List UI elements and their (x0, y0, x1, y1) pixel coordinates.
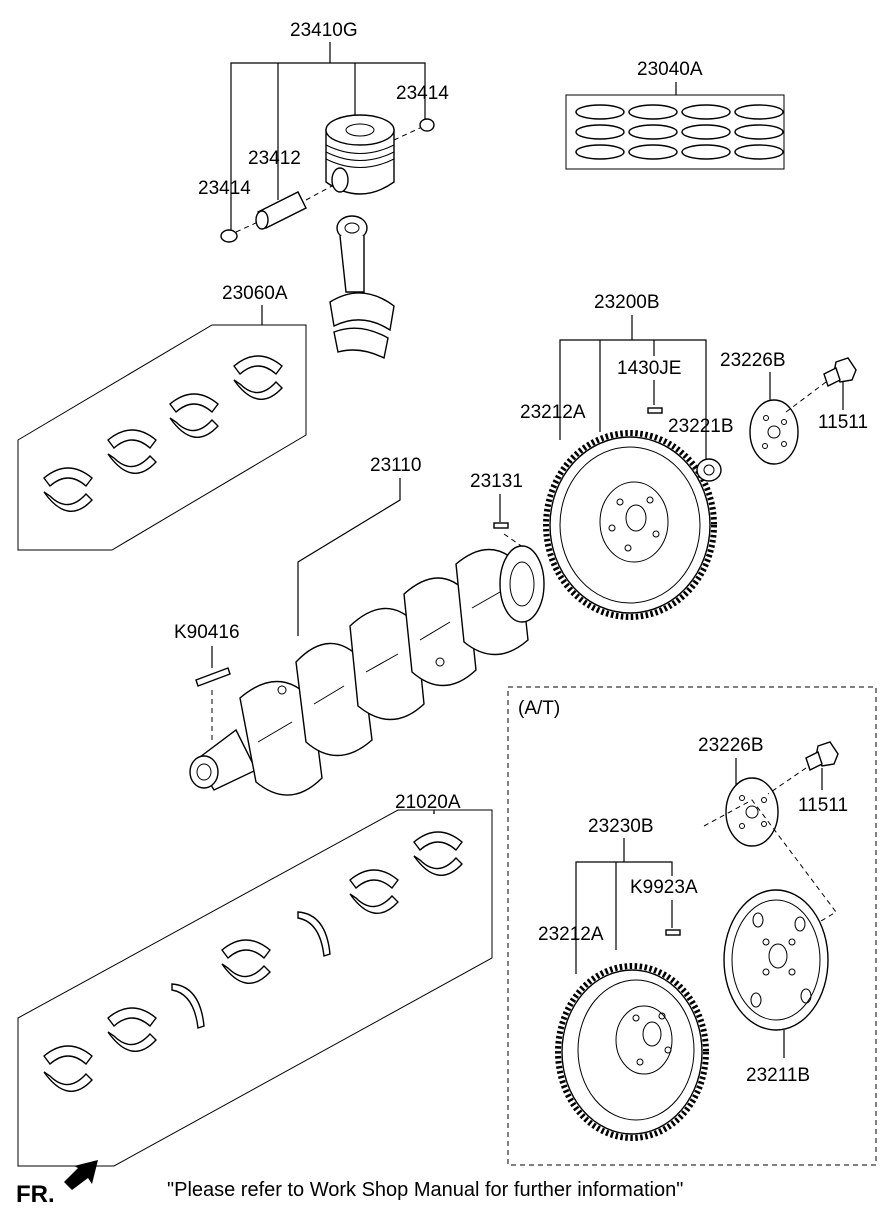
label-23410G[interactable]: 23410G (290, 20, 358, 41)
flywheel-mt-group: 23200B 1430JE 23212A 23221B 23226B 11511 (520, 292, 868, 620)
label-23414-top[interactable]: 23414 (396, 83, 449, 104)
main-bearing-box (17, 809, 493, 1167)
label-23212A-at[interactable]: 23212A (538, 924, 604, 945)
crankshaft-group: 23110 23131 (174, 455, 545, 796)
front-indicator-label: FR. (16, 1181, 55, 1208)
label-23110[interactable]: 23110 (370, 455, 421, 476)
thrust-washer-1 (171, 983, 205, 1029)
rod-bearing-1 (43, 467, 93, 512)
rod-bearing-2 (107, 429, 157, 474)
ring-set-box (565, 94, 785, 170)
ring-gear-at (555, 963, 709, 1141)
workshop-manual-note: "Please refer to Work Shop Manual for fu… (167, 1179, 683, 1201)
label-23226B-top[interactable]: 23226B (720, 350, 786, 371)
piston-rings-group: 23040A (565, 59, 785, 170)
label-11511-top[interactable]: 11511 (818, 412, 868, 433)
rod-bearing-3 (169, 393, 219, 438)
plate-23226B-at (725, 777, 779, 847)
piston (325, 114, 395, 195)
bushing-23221B (696, 458, 722, 482)
bolt-11511 (785, 357, 857, 413)
connecting-rod-bearings-group: 23060A (17, 283, 307, 551)
label-23200B[interactable]: 23200B (594, 292, 660, 313)
snap-ring-left (220, 229, 238, 243)
rod-bearing-box (17, 324, 307, 551)
label-23414-left[interactable]: 23414 (198, 178, 251, 199)
main-bearing-2 (107, 1007, 157, 1052)
main-bearings-group: 21020A (17, 792, 493, 1167)
label-23212A-top[interactable]: 23212A (520, 402, 586, 423)
at-dashed-box (507, 686, 877, 1166)
label-1430JE[interactable]: 1430JE (617, 358, 681, 379)
label-23226B-at[interactable]: 23226B (698, 735, 764, 756)
label-21020A[interactable]: 21020A (395, 792, 461, 813)
label-23412[interactable]: 23412 (248, 148, 301, 169)
flywheel-mt (543, 430, 717, 620)
label-11511-at[interactable]: 11511 (798, 795, 848, 816)
label-23040A[interactable]: 23040A (637, 59, 703, 80)
automatic-transmission-section: (A/T) 23226B 11511 23230B K9923A 23212A (507, 686, 877, 1166)
thrust-washer-2 (297, 911, 331, 957)
crank-pin-23131 (493, 522, 509, 529)
main-bearing-3 (221, 939, 271, 984)
rod-bearing-4 (233, 355, 283, 400)
ring-set-2 (628, 104, 678, 160)
front-direction-arrow-icon (64, 1160, 98, 1190)
label-23060A[interactable]: 23060A (222, 283, 288, 304)
dowel-pin-at (665, 929, 681, 936)
label-23221B[interactable]: 23221B (668, 416, 734, 437)
main-bearing-4 (349, 869, 399, 914)
main-bearing-5 (413, 831, 463, 876)
bolt-11511-at (767, 741, 839, 795)
label-23211B[interactable]: 23211B (746, 1065, 810, 1086)
footer: FR. "Please refer to Work Shop Manual fo… (16, 1160, 683, 1208)
woodruff-key-K90416 (195, 667, 231, 687)
at-alignment-guide (703, 799, 837, 925)
piston-pin (255, 185, 333, 230)
label-at[interactable]: (A/T) (518, 698, 560, 719)
label-23230B[interactable]: 23230B (588, 816, 654, 837)
ring-set-1 (575, 104, 625, 160)
snap-ring-right (419, 118, 435, 132)
connecting-rod (329, 215, 395, 360)
drive-plate-23211B (723, 889, 829, 1031)
label-K90416[interactable]: K90416 (174, 622, 240, 643)
crankshaft (189, 545, 545, 796)
piston-assembly-group: 23410G 23414 23412 23414 (198, 20, 449, 360)
ring-set-3 (681, 104, 731, 160)
label-K9923A[interactable]: K9923A (630, 877, 698, 898)
ring-set-4 (734, 104, 784, 160)
dowel-pin-mt (647, 407, 663, 414)
main-bearing-1 (43, 1045, 93, 1092)
plate-23226B (749, 399, 799, 465)
label-23131[interactable]: 23131 (470, 471, 523, 492)
